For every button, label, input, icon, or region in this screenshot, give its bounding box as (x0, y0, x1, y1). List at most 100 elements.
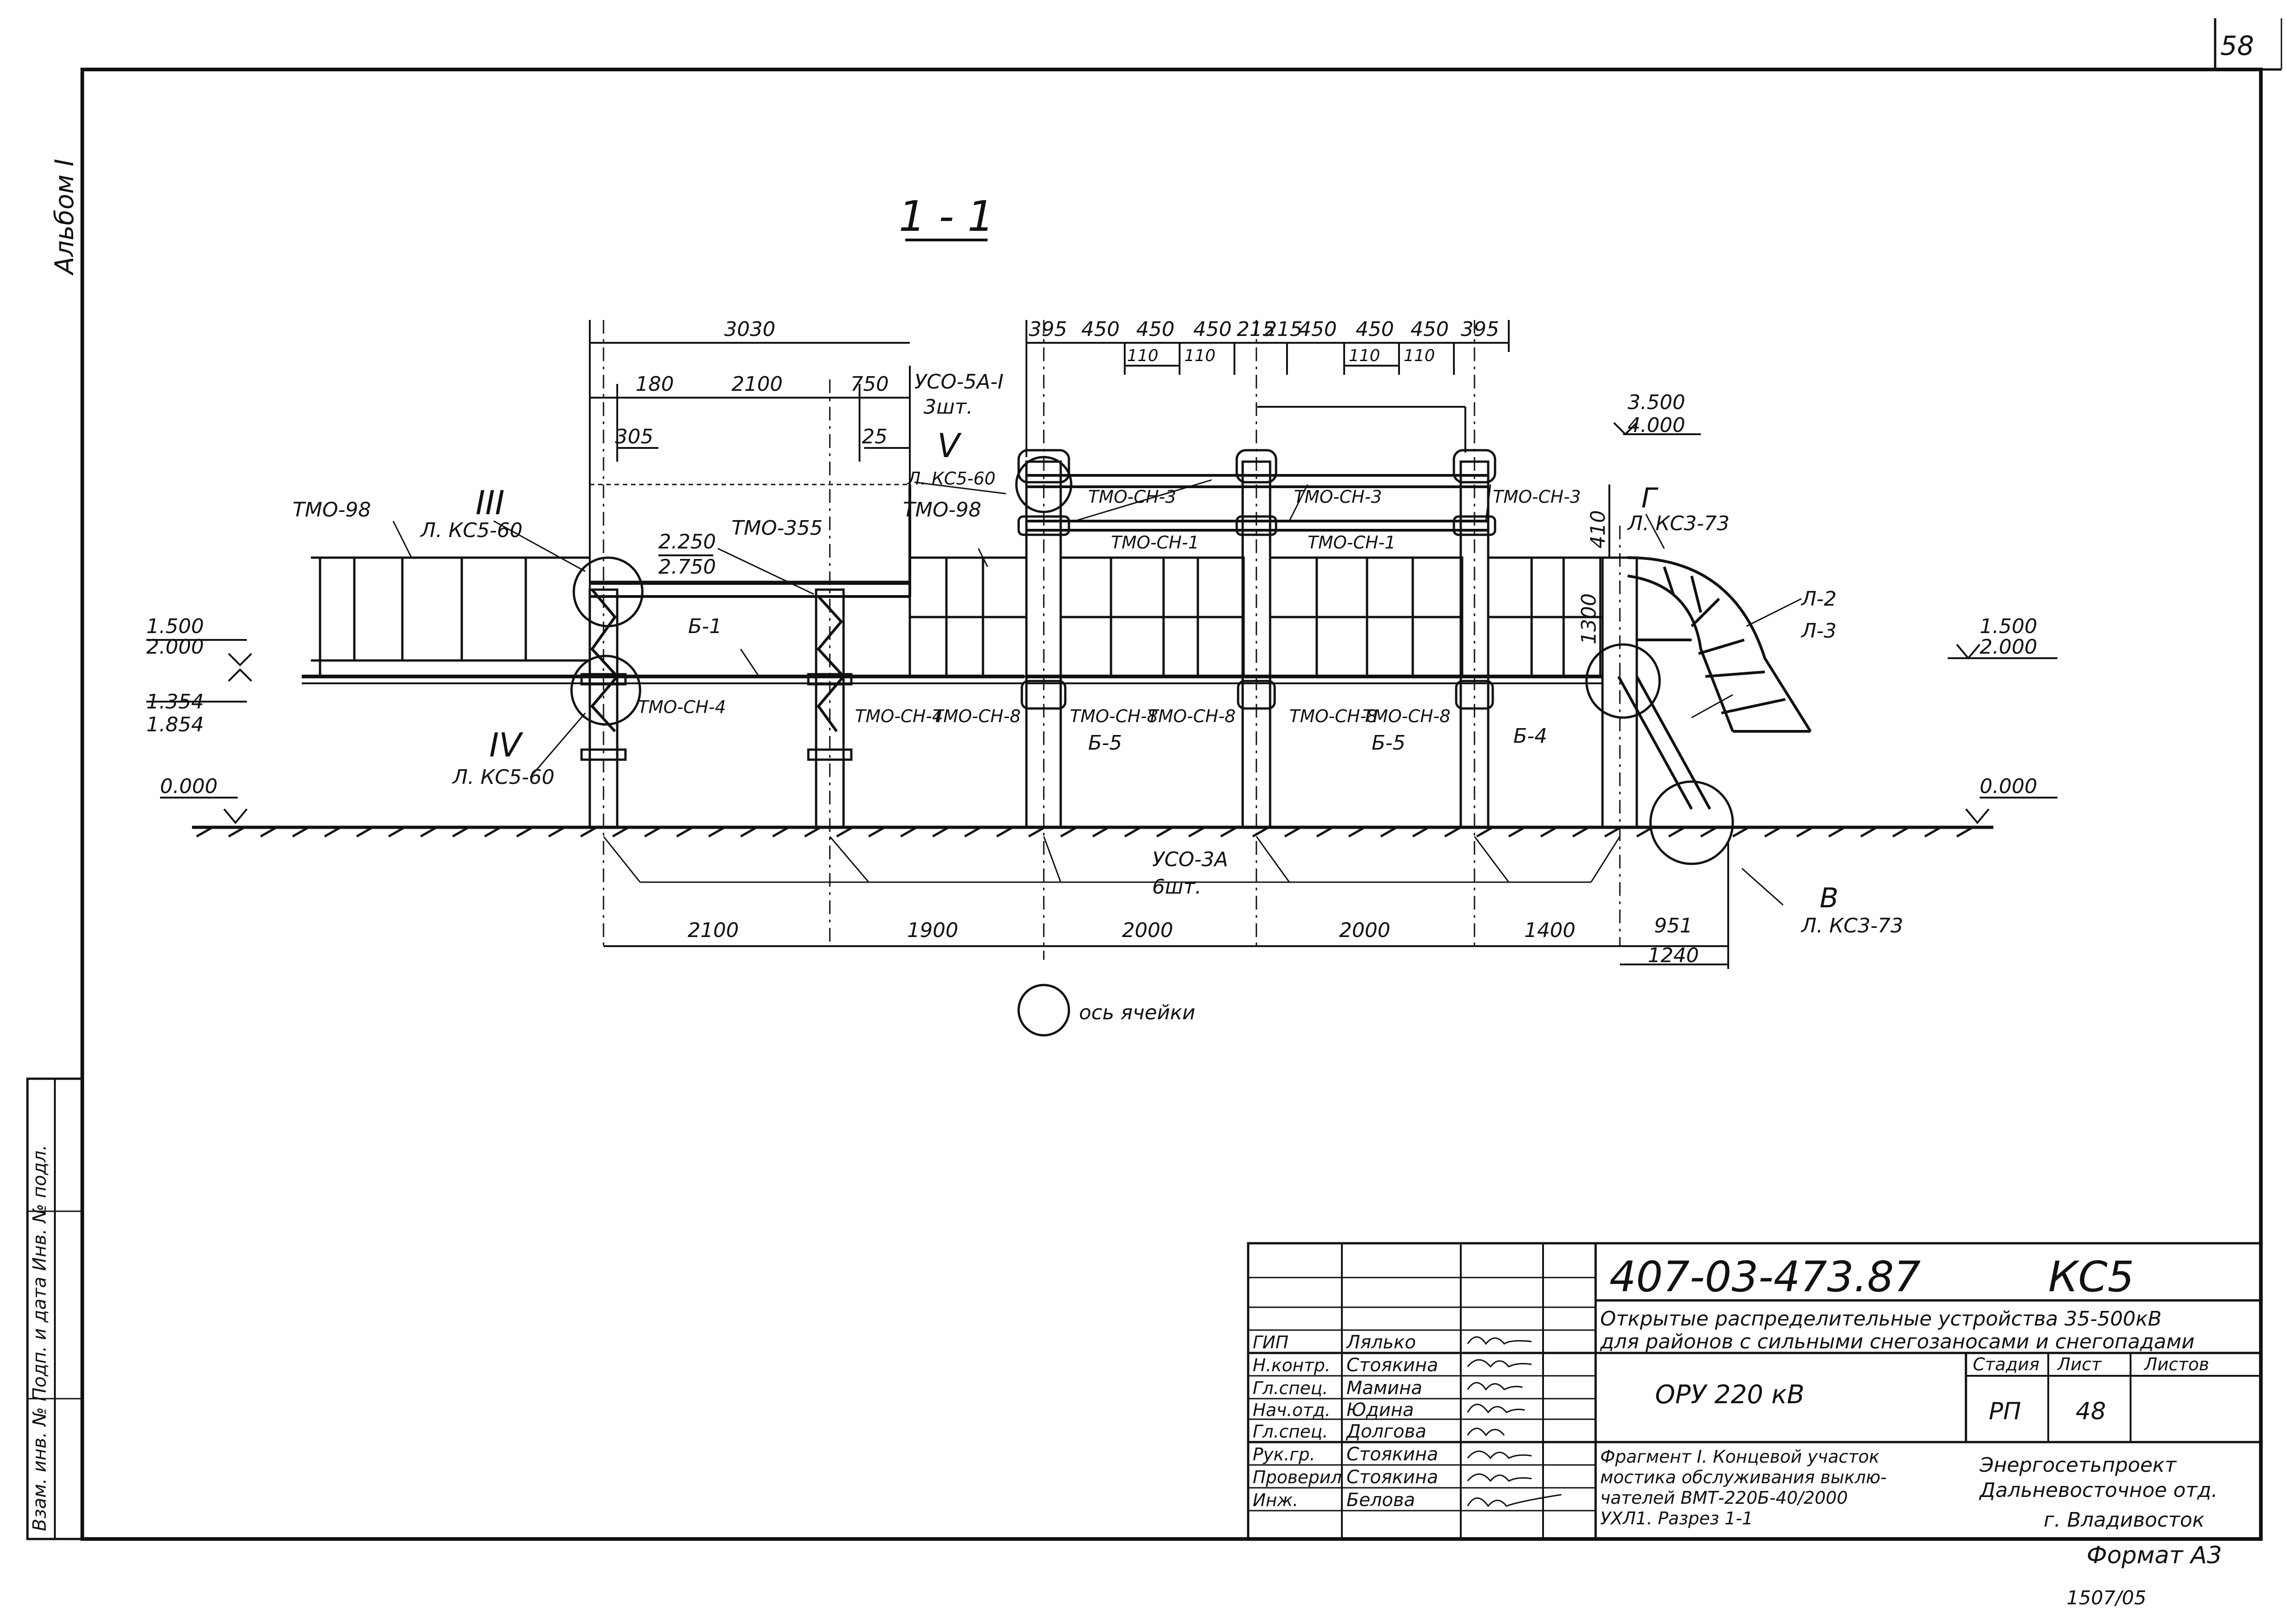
inner-stair (817, 595, 845, 732)
org-1: Энергосетьпроект (1979, 1454, 2177, 1477)
post-caps (580, 449, 1496, 761)
name-4: Юдина (1346, 1400, 1414, 1421)
dim-305: 305 (615, 425, 653, 448)
upper-landing (590, 484, 911, 598)
label-node-3: III (475, 484, 505, 522)
level-1-a: 1.500 (146, 615, 204, 638)
album-label: Альбом I (50, 159, 80, 276)
label-ch4-a: ТМО-СН-4 (638, 697, 726, 717)
leader-lines (392, 479, 1802, 906)
frag-1: Фрагмент I. Концевой участок (1600, 1447, 1880, 1467)
role-8: Инж. (1253, 1490, 1298, 1510)
dim-2100: 2100 (732, 373, 783, 396)
label-ch3-a: ТМО-СН-3 (1088, 487, 1176, 507)
hdr-stage: Стадия (1973, 1354, 2040, 1374)
ref-kc5-2: Л. КС5-60 (452, 766, 555, 789)
dim-450-d: 450 (1298, 318, 1337, 341)
title-block (1247, 1242, 2262, 1540)
level-7-a: 0.000 (1980, 775, 2037, 798)
dim-b-1400: 1400 (1524, 919, 1576, 942)
level-3-a: 0.000 (160, 775, 218, 798)
dim-215-b: 215 (1264, 318, 1303, 341)
val-stage: РП (1989, 1398, 2021, 1425)
label-uco5a: УСО-5А-I (914, 370, 1004, 394)
ref-kc3-1: Л. КС3-73 (1627, 512, 1730, 535)
left-stair (590, 589, 619, 733)
label-b4: Б-4 (1513, 724, 1547, 748)
doc-object: ОРУ 220 кВ (1655, 1380, 1805, 1410)
dim-450-c: 450 (1193, 318, 1232, 341)
dim-3030: 3030 (724, 318, 775, 341)
label-ch3-c: ТМО-СН-3 (1493, 487, 1581, 507)
label-ch8-a: ТМО-СН-8 (933, 706, 1021, 726)
label-ch1-a: ТМО-СН-1 (1111, 532, 1199, 553)
component-labels: ТМО-98 ТМО-98 ТМО-355 ТМО-СН-3 ТМО-СН-3 … (293, 370, 1903, 937)
label-ch4-b: ТМО-СН-4 (855, 706, 943, 726)
role-5: Гл.спец. (1253, 1422, 1328, 1442)
dimension-lines (589, 320, 1729, 969)
doc-mark: КС5 (2048, 1252, 2134, 1301)
dim-450-a: 450 (1081, 318, 1120, 341)
label-uco3a: УСО-3А (1152, 848, 1228, 871)
label-node-g: Г (1641, 482, 1659, 514)
role-3: Гл.спец. (1253, 1378, 1328, 1398)
label-uco5a-qty: 3шт. (924, 395, 973, 419)
left-railing (302, 556, 1024, 684)
level-1-b: 2.000 (146, 635, 204, 659)
name-8: Белова (1346, 1490, 1415, 1511)
cell-axis-label: ось ячейки (1079, 1001, 1195, 1024)
dim-b-1240: 1240 (1648, 944, 1699, 967)
dim-b-2000-a: 2000 (1122, 919, 1173, 942)
top-beams (1026, 406, 1488, 532)
label-node-5: V (937, 426, 962, 465)
label-b5-b: Б-5 (1372, 731, 1405, 755)
frag-2: мостика обслуживания выклю- (1600, 1467, 1887, 1487)
name-7: Стоякина (1346, 1467, 1438, 1488)
bottom-dims: 2100 1900 2000 2000 1400 951 1240 (688, 914, 1699, 967)
org-2: Дальневосточное отд. (1979, 1479, 2218, 1502)
name-3: Мамина (1346, 1378, 1422, 1399)
role-2: Н.контр. (1253, 1355, 1330, 1375)
detail-circles (570, 456, 1734, 865)
dim-25: 25 (862, 425, 887, 448)
bay-railings (908, 556, 1604, 684)
dim-450-b: 450 (1136, 318, 1175, 341)
level-texts: 1.500 2.000 1.354 1.854 0.000 2.250 2.75… (146, 391, 2037, 798)
doc-desc-1: Открытые распределительные устройства 35… (1600, 1307, 2162, 1331)
level-5-b: 4.000 (1628, 414, 1685, 437)
label-b5-a: Б-5 (1088, 731, 1122, 755)
ref-kc5-3: Л. КС5-60 (907, 469, 996, 489)
page-number: 58 (2220, 30, 2254, 61)
ground-line (192, 825, 1993, 838)
level-5-a: 3.500 (1628, 391, 1685, 414)
name-5: Долгова (1346, 1421, 1426, 1442)
name-6: Стоякина (1346, 1444, 1438, 1465)
dim-450-f: 450 (1410, 318, 1449, 341)
dim-b-1900: 1900 (907, 919, 958, 942)
dim-395-a: 395 (1029, 318, 1067, 341)
role-6: Рук.гр. (1253, 1444, 1315, 1464)
role-4: Нач.отд. (1253, 1400, 1330, 1420)
format-label: Формат А3 (2087, 1542, 2222, 1569)
dim-b-2000-b: 2000 (1339, 919, 1390, 942)
label-uco3a-qty: 6шт. (1152, 875, 1202, 899)
curved-ladder (1617, 556, 1812, 810)
label-b1: Б-1 (688, 615, 722, 638)
label-ch8-e: ТМО-СН-8 (1362, 706, 1451, 726)
level-2-a: 1.354 (146, 690, 204, 713)
dim-180: 180 (636, 373, 674, 396)
staff-roles: ГИП Н.контр. Гл.спец. Нач.отд. Гл.спец. … (1253, 1332, 1342, 1510)
sheet-code: 1507/05 (2067, 1587, 2146, 1609)
dim-450-e: 450 (1356, 318, 1394, 341)
dim-110-c: 110 (1349, 346, 1380, 365)
label-l2: Л-2 (1800, 587, 1837, 611)
cell-axis-marker (1017, 984, 1070, 1037)
level-marks (146, 422, 2057, 825)
label-node-4: IV (489, 726, 523, 764)
ref-kc3-2: Л. КС3-73 (1800, 914, 1903, 937)
doc-desc-2: для районов с сильными снегозаносами и с… (1600, 1330, 2195, 1353)
post-axes (603, 320, 1621, 960)
name-1: Лялько (1346, 1332, 1416, 1353)
label-node-v: В (1820, 882, 1838, 914)
section-title: 1 - 1 (899, 192, 994, 241)
